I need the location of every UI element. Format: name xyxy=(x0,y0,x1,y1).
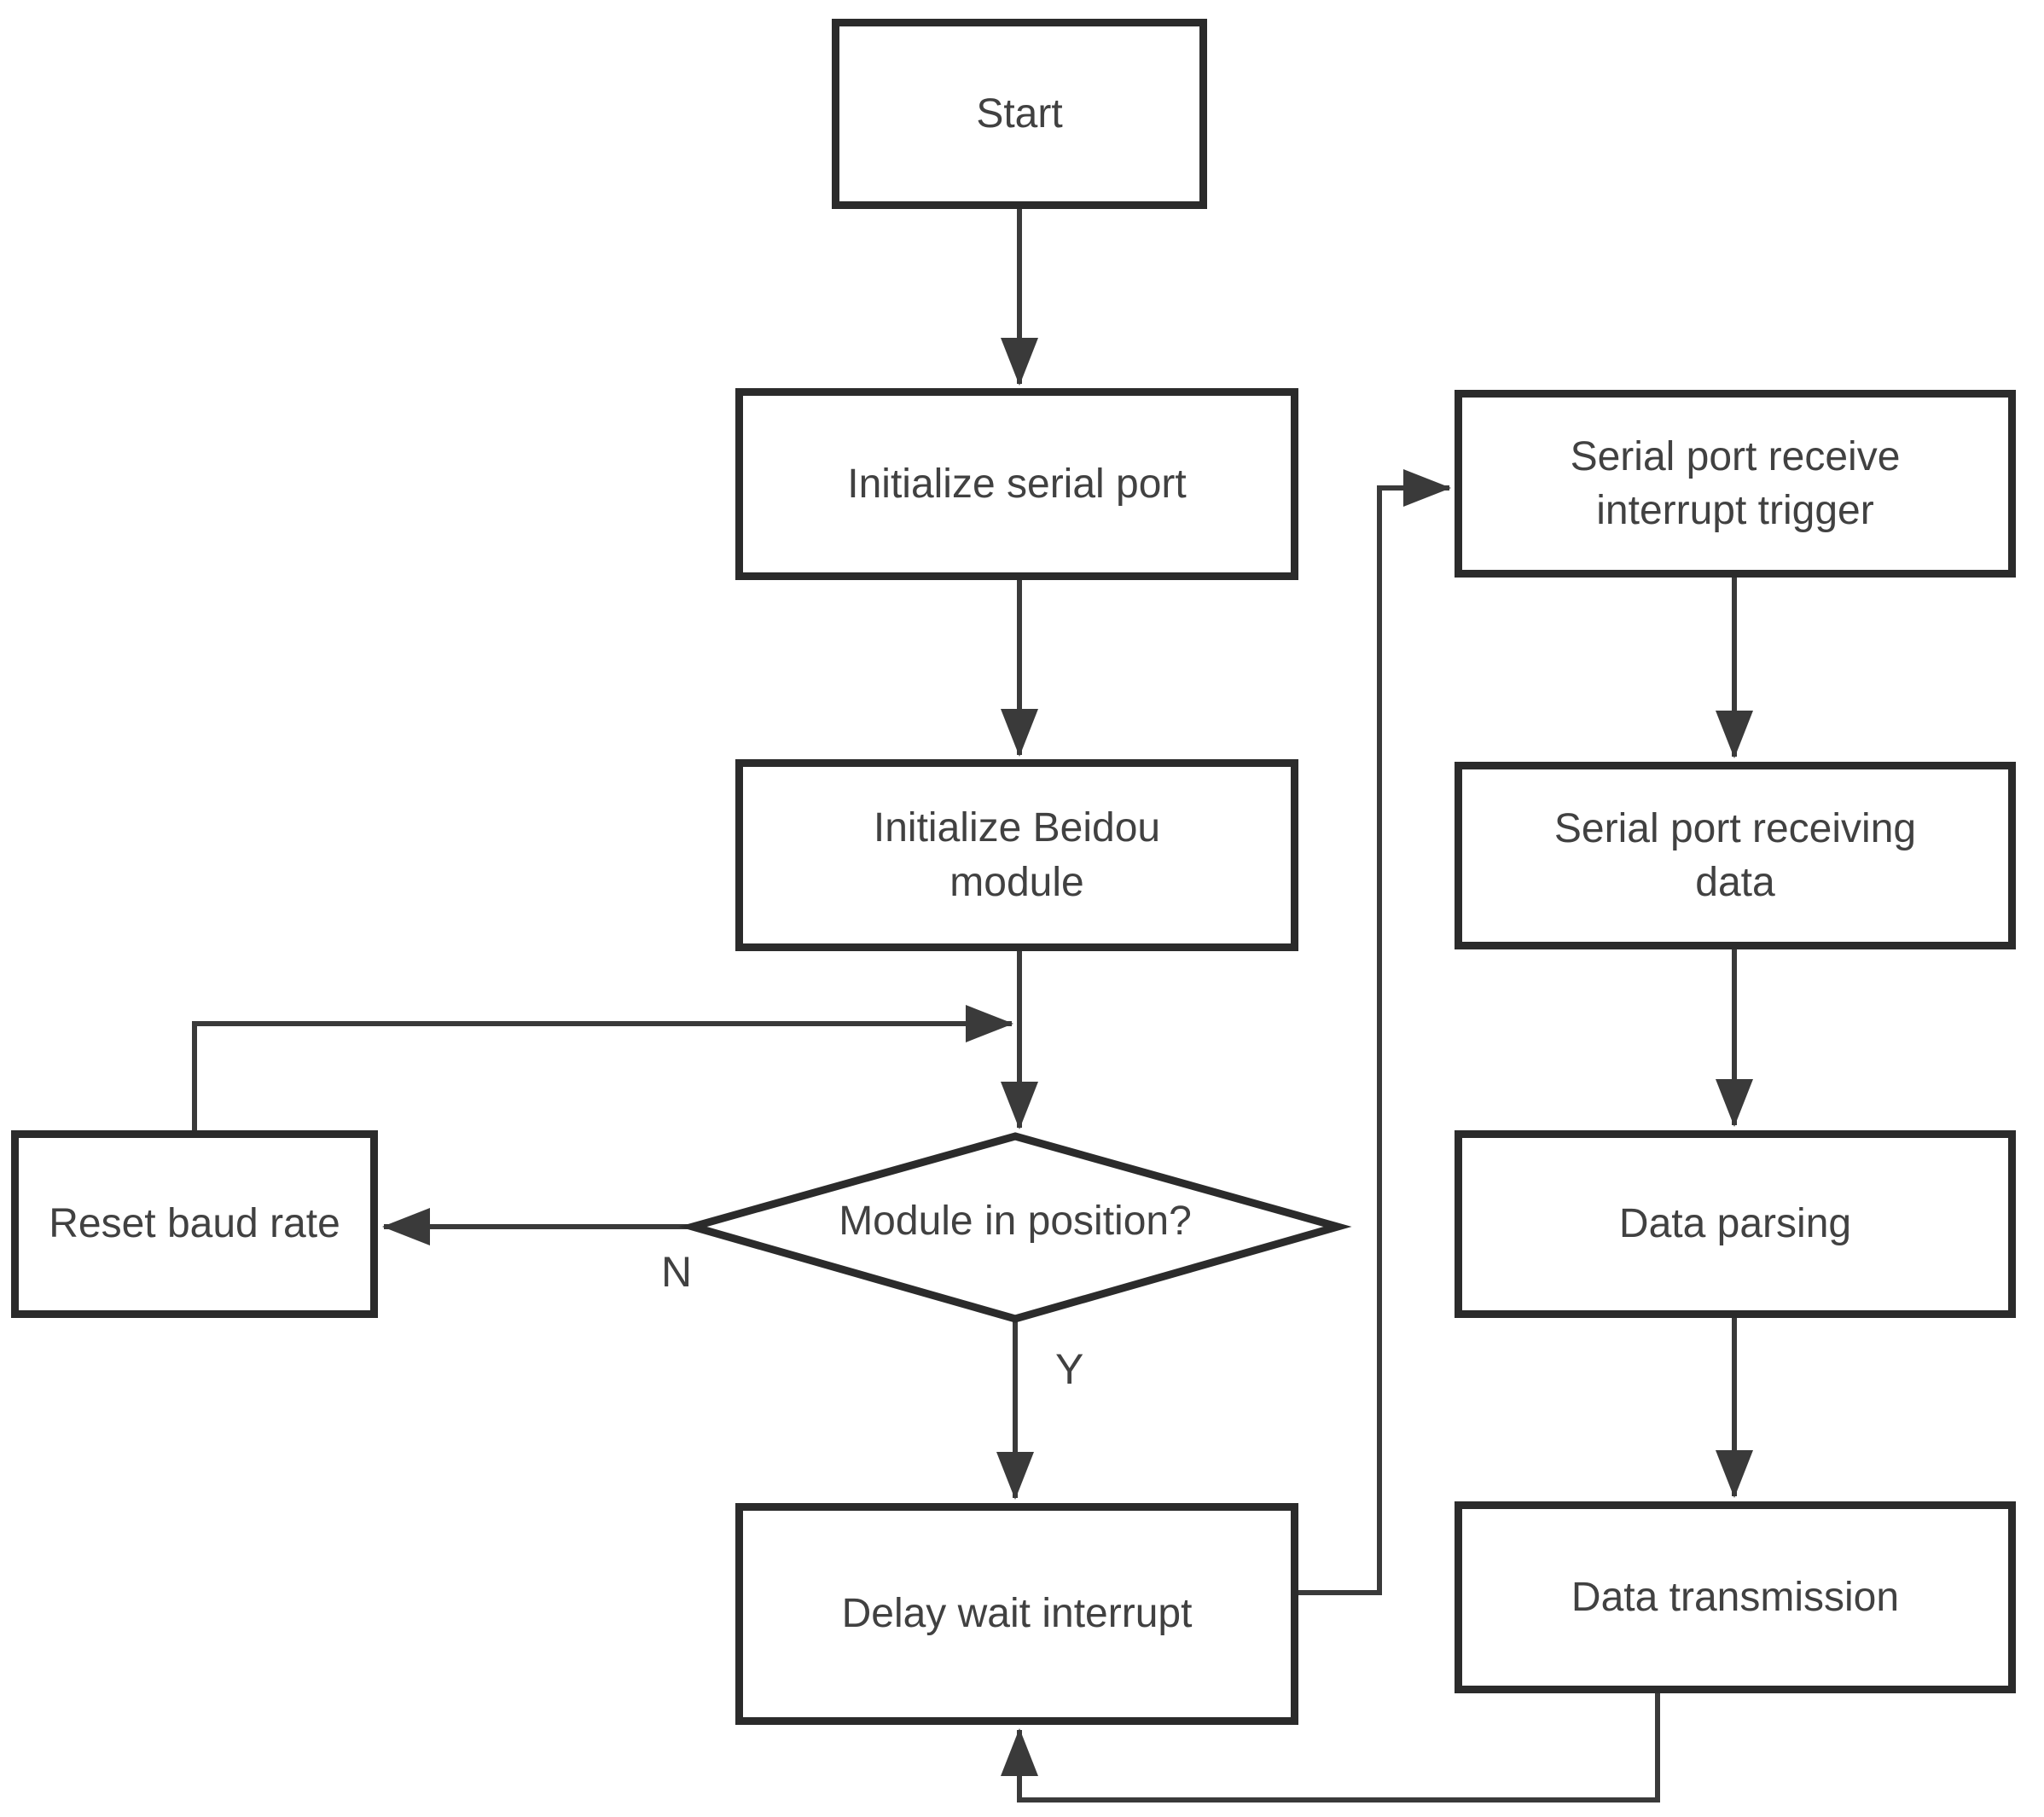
edge-delay-to-serial-trigger xyxy=(1298,469,1451,1595)
node-initialize-serial-port-label: Initialize serial port xyxy=(847,461,1187,507)
node-data-parsing: Data parsing xyxy=(1455,1130,2016,1318)
node-data-parsing-label: Data parsing xyxy=(1618,1201,1852,1247)
node-data-transmission: Data transmission xyxy=(1455,1501,2016,1693)
node-delay-wait-interrupt: Delay wait interrupt xyxy=(735,1503,1298,1725)
node-reset-baud-rate-label: Reset baud rate xyxy=(49,1201,340,1247)
edge-label-yes: Y xyxy=(1055,1345,1084,1393)
node-start-label: Start xyxy=(976,90,1063,136)
decision-diamond-label: Module in position? xyxy=(839,1199,1192,1244)
node-serial-port-receive-interrupt-trigger: Serial port receive interrupt trigger xyxy=(1455,390,2016,578)
node-initialize-serial-port: Initialize serial port xyxy=(735,388,1298,580)
node-serial-port-receiving-data: Serial port receiving data xyxy=(1455,762,2016,949)
edge-transmission-return-to-delay xyxy=(1001,1693,1660,1802)
node-delay-wait-interrupt-label: Delay wait interrupt xyxy=(841,1591,1193,1637)
node-initialize-beidou-module-label: Initialize Beidou module xyxy=(873,805,1161,905)
decision-diamond-shape xyxy=(678,1132,1352,1323)
node-serial-port-receiving-data-label: Serial port receiving data xyxy=(1553,805,1917,905)
node-data-transmission-label: Data transmission xyxy=(1571,1574,1900,1620)
edge-reset-baud-loop xyxy=(192,1005,1013,1130)
edge-label-no: N xyxy=(661,1248,693,1296)
node-reset-baud-rate: Reset baud rate xyxy=(11,1130,378,1318)
node-initialize-beidou-module: Initialize Beidou module xyxy=(735,759,1298,951)
node-serial-port-receive-interrupt-trigger-label: Serial port receive interrupt trigger xyxy=(1570,433,1901,533)
node-start: Start xyxy=(832,19,1207,209)
